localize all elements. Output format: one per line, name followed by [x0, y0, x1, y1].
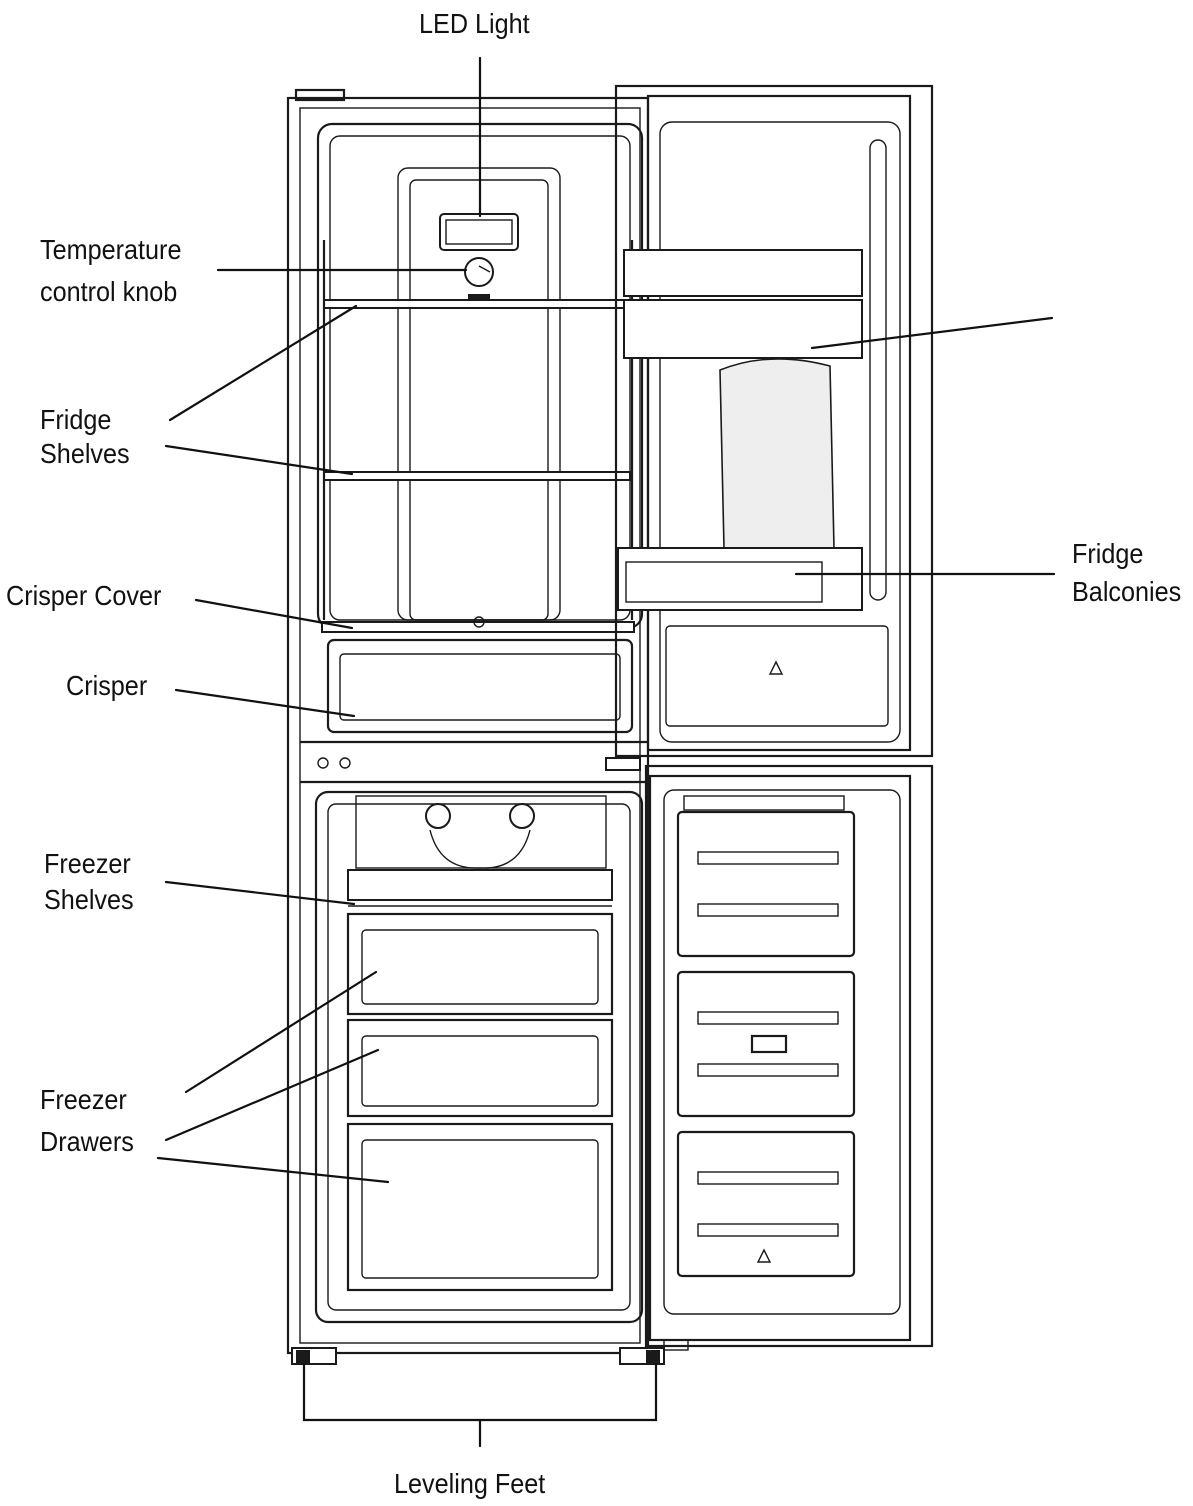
fridge-door-outline	[614, 84, 934, 758]
freezer-drawer-1-front	[361, 929, 599, 1005]
leader-leveling-bracket	[302, 1362, 658, 1422]
top-hinge-left	[294, 88, 346, 102]
freezer-drawer-1	[346, 912, 614, 1016]
foot-left-pad	[296, 1350, 310, 1364]
led-light-lens	[445, 219, 513, 245]
label-freezer-drawers-line-1: Freezer	[40, 1084, 127, 1115]
freezer-door-pocket-2	[676, 970, 856, 1118]
freezer-liner	[314, 790, 644, 1324]
fridge-balcony-lower	[617, 547, 863, 611]
cabinet-outline	[286, 96, 650, 1355]
freezer-door-liner	[663, 789, 901, 1315]
foot-right-pad	[646, 1350, 660, 1364]
freezer-drawer-2-front	[361, 1035, 599, 1107]
leader-fridge-shelf-upper	[168, 304, 358, 422]
ice-maker-curve	[429, 829, 531, 869]
crisper-cover-notch	[473, 616, 485, 628]
leader-lines	[156, 56, 1056, 1448]
freezer-shelf	[347, 869, 613, 901]
leader-crisper	[174, 688, 356, 718]
feet	[291, 1339, 689, 1365]
leader-crisper-cover	[194, 598, 354, 630]
label-fridge-balconies-line-2: Balconies	[1072, 576, 1182, 607]
foot-right-hinge	[663, 1339, 689, 1351]
label-leveling-feet: Leveling Feet	[394, 1468, 546, 1499]
label-fridge-shelves-line-2: Shelves	[40, 438, 130, 469]
fridge-balcony-middle	[623, 299, 863, 359]
freezer-door-pocket-1	[676, 810, 856, 958]
door-bin-bottom	[665, 625, 889, 727]
leader-freezer-drawer-3	[156, 1156, 390, 1184]
freezer-drawer-2	[346, 1018, 614, 1118]
label-freezer-shelves-line-2: Shelves	[44, 884, 134, 915]
pocket-3-logo	[756, 1248, 772, 1263]
cabinet-inner-edge	[299, 107, 641, 1344]
temperature-knob	[464, 257, 494, 287]
label-crisper: Crisper	[66, 670, 148, 701]
pocket-3-slot-b	[697, 1223, 839, 1237]
crisper-drawer	[326, 638, 634, 734]
freezer-drawer-3	[346, 1122, 614, 1292]
freezer-door-pocket-3	[676, 1130, 856, 1278]
knob-base	[468, 294, 490, 300]
door-hinge-middle	[605, 757, 641, 771]
label-fridge-shelves-line-1: Fridge	[40, 404, 112, 435]
pocket-1-slot-b	[697, 903, 839, 917]
door-gasket-handle	[869, 139, 887, 601]
leader-freezer-shelves	[164, 880, 356, 906]
label-temperature-line-1: Temperature	[40, 234, 182, 265]
freezer-door-outline	[644, 764, 934, 1348]
pocket-2-slot-a	[697, 1011, 839, 1025]
fridge-shelf-lower	[323, 471, 631, 481]
leader-fridge-shelf-lower	[164, 444, 354, 476]
freezer-compartment	[314, 790, 644, 1324]
label-fridge-balconies-line-1: Fridge	[1072, 538, 1144, 569]
ice-tray-area	[355, 795, 607, 869]
label-crisper-cover: Crisper Cover	[6, 580, 162, 611]
leader-freezer-drawer-1	[184, 970, 378, 1094]
ice-knob-left	[425, 803, 451, 829]
fridge-door-liner	[659, 121, 901, 743]
fridge-balcony-upper	[623, 249, 863, 297]
door-bin-logo	[768, 660, 784, 675]
fridge-shelf-upper	[323, 299, 625, 309]
ice-knob-right	[509, 803, 535, 829]
leader-freezer-drawer-2	[164, 1048, 380, 1142]
freezer-door-top-rail	[683, 795, 845, 811]
freezer-drawer-3-front	[361, 1139, 599, 1279]
bottle-in-balcony	[719, 358, 835, 549]
pocket-2-slot-b	[697, 1063, 839, 1077]
label-led-light: LED Light	[419, 8, 530, 39]
freezer-liner-inner	[327, 803, 631, 1311]
leader-balcony-upper	[810, 316, 1054, 350]
pocket-1-slot-a	[697, 851, 839, 865]
label-temperature-line-2: control knob	[40, 276, 178, 307]
pocket-2-badge	[750, 1034, 788, 1054]
label-freezer-shelves-line-1: Freezer	[44, 848, 131, 879]
label-freezer-drawers-line-2: Drawers	[40, 1126, 134, 1157]
pocket-3-slot-a	[697, 1171, 839, 1185]
screw-left	[317, 757, 329, 769]
freezer-door	[644, 764, 934, 1348]
fridge-balcony-lower-front	[625, 561, 823, 603]
screw-right	[339, 757, 351, 769]
crisper-front	[339, 653, 621, 721]
fridge-door	[605, 84, 934, 771]
knob-pointer	[478, 265, 491, 273]
freezer-door-panel	[648, 774, 912, 1342]
